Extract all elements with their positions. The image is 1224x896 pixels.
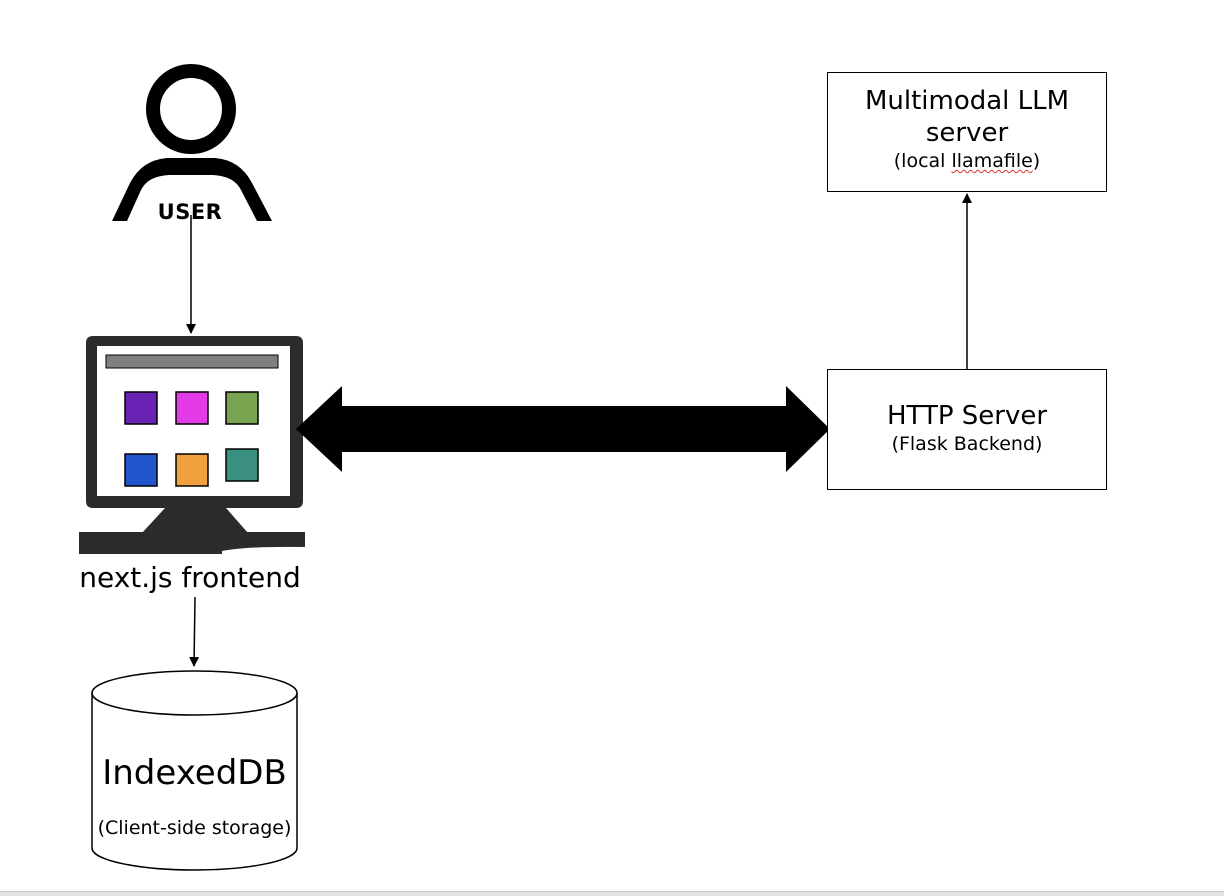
computer-monitor-icon [79, 336, 305, 554]
database-title: IndexedDB [102, 753, 287, 793]
llm-server-title-line2: server [925, 118, 1009, 148]
database-cylinder-icon [91, 670, 298, 871]
window-title-bar [105, 354, 279, 369]
app-tile-green [225, 391, 259, 425]
llm-subtitle-prefix: (local [893, 150, 952, 172]
llm-subtitle-suffix: ) [1032, 150, 1041, 172]
http-server-title: HTTP Server [886, 401, 1048, 431]
app-tile-blue [124, 453, 158, 487]
window-bottom-border [0, 891, 1224, 896]
frontend-label: next.js frontend [79, 561, 301, 594]
app-tile-orange [175, 453, 209, 487]
app-tile-purple [124, 391, 158, 425]
http-server-box: HTTP Server (Flask Backend) [827, 369, 1107, 490]
http-server-subtitle: (Flask Backend) [891, 433, 1043, 455]
llm-server-subtitle: (local llamafile) [828, 149, 1106, 173]
user-icon [112, 64, 272, 221]
database-subtitle: (Client-side storage) [97, 817, 292, 839]
bidirectional-arrow [296, 386, 830, 472]
llm-server-box: Multimodal LLM server (local llamafile) [827, 72, 1107, 192]
llm-subtitle-word: llamafile [951, 150, 1033, 172]
app-tile-magenta [175, 391, 209, 425]
app-tile-teal [225, 448, 259, 482]
arrow-frontend-to-database [189, 596, 200, 667]
user-label: USER [157, 200, 223, 224]
llm-server-title-line1: Multimodal LLM [864, 86, 1070, 116]
